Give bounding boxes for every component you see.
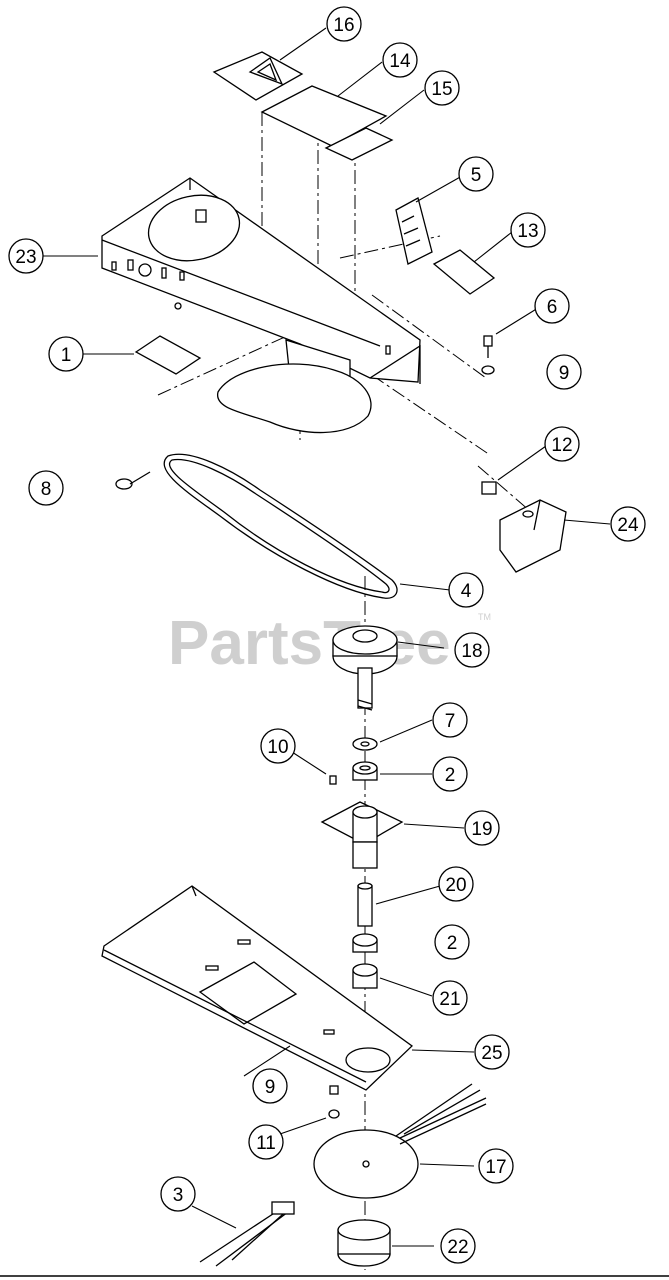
callout-9-lower: 9 (252, 1068, 288, 1104)
callout-3-text: 3 (173, 1185, 184, 1206)
callout-23-text: 23 (15, 247, 36, 268)
part-4-belt (163, 453, 398, 599)
part-8-screw (115, 471, 151, 490)
callout-labels: 16 14 15 5 23 13 6 1 9 12 8 24 4 18 7 10… (8, 6, 646, 1264)
callout-15: 15 (424, 70, 460, 106)
callout-23: 23 (8, 238, 44, 274)
callout-6: 6 (534, 288, 570, 324)
callout-5-text: 5 (471, 165, 482, 186)
part-17-impeller (313, 1083, 487, 1199)
callout-16: 16 (326, 6, 362, 42)
callout-17-text: 17 (485, 1157, 506, 1178)
callout-25-text: 25 (481, 1043, 502, 1064)
callout-8: 8 (28, 470, 64, 506)
callout-11: 11 (248, 1124, 284, 1160)
callout-19-text: 19 (471, 819, 492, 840)
callout-13: 13 (510, 212, 546, 248)
part-15-label (324, 127, 394, 161)
callout-1-text: 1 (61, 345, 72, 366)
callout-22-text: 22 (447, 1237, 468, 1258)
part-18-pulley (332, 625, 398, 711)
watermark-trademark: TM (478, 612, 491, 622)
part-2-bearing-upper (352, 761, 378, 781)
part-22-cap (337, 1219, 391, 1267)
callout-1: 1 (48, 336, 84, 372)
callout-7: 7 (432, 702, 468, 738)
callout-11-text: 11 (256, 1133, 276, 1154)
callout-12: 12 (544, 426, 580, 462)
callout-5: 5 (458, 156, 494, 192)
watermark: PartsTree TM (168, 609, 491, 678)
callout-18: 18 (454, 632, 490, 668)
callout-2-lower: 2 (434, 924, 470, 960)
callout-10-text: 10 (267, 737, 288, 758)
callout-20: 20 (438, 866, 474, 902)
callout-19: 19 (464, 810, 500, 846)
callout-9-upper: 9 (546, 354, 582, 390)
callout-2-upper: 2 (432, 756, 468, 792)
callout-20-text: 20 (445, 875, 466, 896)
part-23-housing (101, 177, 421, 397)
callout-7-text: 7 (445, 711, 456, 732)
callout-8-text: 8 (41, 479, 52, 500)
callout-18-text: 18 (461, 641, 482, 662)
part-2-bearing-lower (352, 933, 378, 953)
callout-15-text: 15 (431, 79, 452, 100)
callout-16-text: 16 (333, 15, 354, 36)
callout-4-text: 4 (461, 581, 472, 602)
part-6-screw (481, 335, 495, 375)
part-16-warning-decal (212, 51, 304, 101)
callout-24-text: 24 (617, 515, 639, 536)
callout-2-lower-text: 2 (447, 933, 458, 954)
leader-lines (40, 27, 611, 1247)
callout-9-lower-text: 9 (265, 1077, 276, 1098)
callout-6-text: 6 (547, 297, 558, 318)
watermark-brand: PartsTree (168, 609, 451, 678)
part-5-id-plate (395, 197, 433, 265)
part-13-decal (432, 249, 496, 295)
callout-24: 24 (610, 506, 646, 542)
part-7-washer (352, 737, 378, 751)
callout-10: 10 (260, 728, 296, 764)
callout-13-text: 13 (517, 221, 538, 242)
callout-2-upper-text: 2 (445, 765, 456, 786)
part-belt-guard (217, 363, 372, 434)
callout-3: 3 (160, 1176, 196, 1212)
callout-14: 14 (382, 42, 418, 78)
callout-14-text: 14 (389, 51, 411, 72)
part-1-decal (134, 335, 202, 375)
part-10-screw (329, 775, 337, 785)
part-12-nut (481, 481, 497, 495)
part-3-tines (199, 1201, 295, 1267)
part-24-bracket (499, 499, 567, 573)
callout-9-upper-text: 9 (559, 363, 570, 384)
part-21-spacer (352, 963, 378, 989)
part-20-sleeve (357, 882, 373, 927)
callout-12-text: 12 (551, 435, 572, 456)
callout-25: 25 (474, 1034, 510, 1070)
callout-21: 21 (432, 980, 468, 1016)
callout-4: 4 (448, 572, 484, 608)
callout-17: 17 (478, 1148, 514, 1184)
part-19-flange (320, 801, 404, 869)
callout-22: 22 (440, 1228, 476, 1264)
callout-21-text: 21 (439, 989, 460, 1010)
part-11-nut (328, 1085, 340, 1119)
part-14-chute-plate (260, 85, 388, 147)
part-25-base-plate (101, 885, 414, 1091)
